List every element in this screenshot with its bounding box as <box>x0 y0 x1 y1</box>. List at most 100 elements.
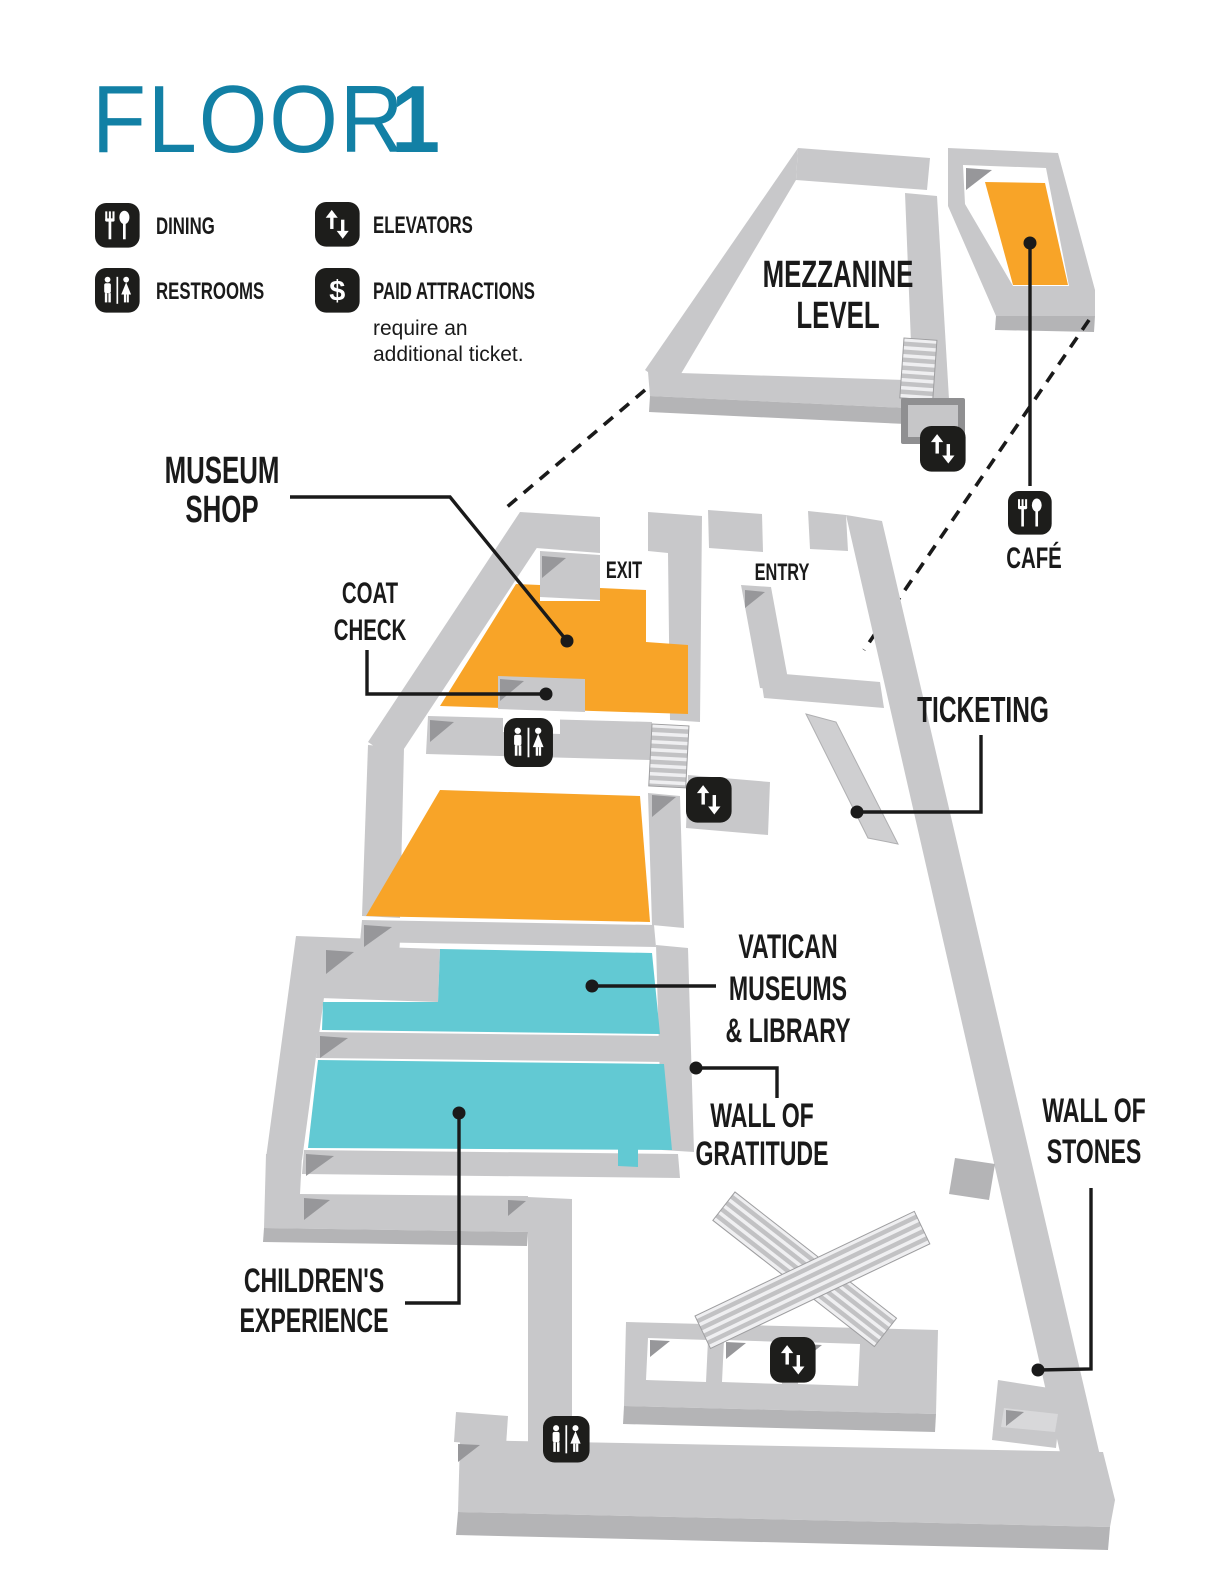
right-outer-wall <box>846 515 1108 1496</box>
entry-label: ENTRY <box>755 559 810 586</box>
legend: DINING ELEVATORS RESTROOMS $ PAID ATTRAC… <box>95 202 535 366</box>
stones-leader <box>1037 1188 1093 1372</box>
divider-below-vatican-room <box>316 1032 666 1062</box>
childrens-experience-room <box>308 1060 672 1150</box>
mezzanine-connector-dash-left <box>505 388 647 509</box>
mezzanine-left-wall <box>645 148 798 389</box>
museum-shop-label: MUSEUM SHOP <box>165 449 280 530</box>
top-wall-pillar-right-of-entry <box>808 511 848 551</box>
page-title-number: 1 <box>391 66 440 173</box>
left-wing-wall <box>264 1154 528 1232</box>
museum-shop-label-line2: SHOP <box>185 488 258 530</box>
leader-lines <box>290 236 1093 1377</box>
vatican-museums-room <box>322 949 660 1034</box>
entry-vestibule-left-wall <box>741 585 790 690</box>
elevators-icon <box>315 202 360 247</box>
coat-check-label-line2: CHECK <box>334 614 407 647</box>
top-left-diagonal-wall <box>368 512 548 761</box>
vatican-corner-step <box>320 945 440 1002</box>
cafe-room-wall-side <box>995 316 1095 332</box>
dining-icon <box>1008 491 1052 535</box>
corner-shadows <box>304 556 1024 1462</box>
ticketing-label-text: TICKETING <box>917 689 1049 730</box>
left-door-block <box>454 1412 508 1446</box>
museum-shop-label-line1: MUSEUM <box>165 449 280 491</box>
exit-right-wall <box>648 512 702 722</box>
mezzanine-label-line2: LEVEL <box>796 294 879 336</box>
mezzanine-stairs <box>899 337 938 401</box>
legend-dining-label: DINING <box>156 213 215 240</box>
restrooms-icon <box>504 718 553 767</box>
lower-corridor-wall <box>506 1196 572 1448</box>
page-title-word: FLOOR <box>92 66 405 173</box>
top-wall-pillar-left-of-entry <box>708 510 763 552</box>
restrooms-icon <box>95 268 140 313</box>
bottom-wall <box>458 1440 1115 1527</box>
legend-paid-note-line1: require an <box>373 317 468 340</box>
coat-check-label-line1: COAT <box>342 577 399 610</box>
elevators-icon <box>770 1337 816 1383</box>
cafe-room-walls <box>948 148 1095 316</box>
vatican-label-line2: MUSEUMS <box>729 971 847 1008</box>
wall-of-gratitude-label: WALL OF GRATITUDE <box>695 1098 828 1173</box>
coat-check-leader <box>365 650 546 696</box>
mezzanine-bottom-wall <box>648 372 907 408</box>
gratitude-label-line2: GRATITUDE <box>695 1136 828 1173</box>
cafe-corner-shadow <box>966 168 992 190</box>
museum-shop-leader <box>290 495 569 643</box>
restrooms-icon <box>543 1416 590 1463</box>
left-wing-wall-side <box>263 1228 528 1246</box>
childrens-label-line1: CHILDREN'S <box>244 1263 384 1300</box>
mezzanine-label: MEZZANINE LEVEL <box>763 253 914 336</box>
legend-paid-note-line2: additional ticket. <box>373 343 524 366</box>
exit-stairs <box>648 723 690 789</box>
left-wall-lower <box>266 936 400 1160</box>
vatican-label-line1: VATICAN <box>738 929 837 966</box>
vatican-museums-label: VATICAN MUSEUMS & LIBRARY <box>726 929 851 1050</box>
childrens-label-line2: EXPERIENCE <box>240 1303 389 1340</box>
childrens-experience-label: CHILDREN'S EXPERIENCE <box>240 1263 389 1340</box>
childrens-room-door-tab <box>618 1148 638 1167</box>
exit-label: EXIT <box>606 557 643 584</box>
ticketing-label: TICKETING <box>917 689 1049 730</box>
legend-elevators-label: ELEVATORS <box>373 212 473 239</box>
gratitude-leader <box>696 1066 779 1098</box>
dollar-glyph: $ <box>329 276 345 308</box>
legend-paid-label: PAID ATTRACTIONS <box>373 278 535 305</box>
stones-label-line1: WALL OF <box>1042 1093 1146 1130</box>
paid-attractions-icon: $ <box>315 268 360 313</box>
elevators-icon <box>686 777 732 823</box>
entry-label-text: ENTRY <box>755 559 810 586</box>
coat-check-label: COAT CHECK <box>334 577 407 647</box>
mezzanine-top-wall <box>796 148 930 190</box>
top-wall-left <box>520 512 600 553</box>
wall-right-of-orange-room <box>648 793 684 928</box>
grand-staircase <box>694 1191 931 1350</box>
wall-of-stones-door-block <box>949 1158 995 1200</box>
divider-below-childrens-room <box>302 1150 680 1178</box>
mezzanine-connector-dash-right <box>862 318 1091 652</box>
cafe-room <box>985 182 1068 285</box>
page-title: FLOOR 1 <box>92 66 440 173</box>
ticketing-counter <box>805 713 899 845</box>
wall-of-stones-label: WALL OF STONES <box>1042 1093 1146 1171</box>
ticketing-leader <box>857 735 983 814</box>
bottom-wall-side <box>456 1512 1110 1550</box>
mezzanine-label-line1: MEZZANINE <box>763 253 914 295</box>
main-floorplan <box>263 510 1115 1550</box>
elevators-icon <box>920 426 966 472</box>
entry-vestibule-bottom-wall <box>760 672 884 708</box>
divider-below-orange-room <box>360 920 656 947</box>
stones-label-line2: STONES <box>1047 1134 1142 1171</box>
cafe-label-text: CAFÉ <box>1006 541 1062 575</box>
cafe-label: CAFÉ <box>1006 541 1062 575</box>
vatican-label-line3: & LIBRARY <box>726 1013 851 1050</box>
childrens-leader <box>405 1113 461 1305</box>
exit-label-text: EXIT <box>606 557 643 584</box>
orange-room-lower <box>366 790 650 922</box>
mezzanine-bottom-wall-side <box>649 396 907 424</box>
dining-icon <box>95 203 140 248</box>
gratitude-label-line1: WALL OF <box>710 1098 814 1135</box>
